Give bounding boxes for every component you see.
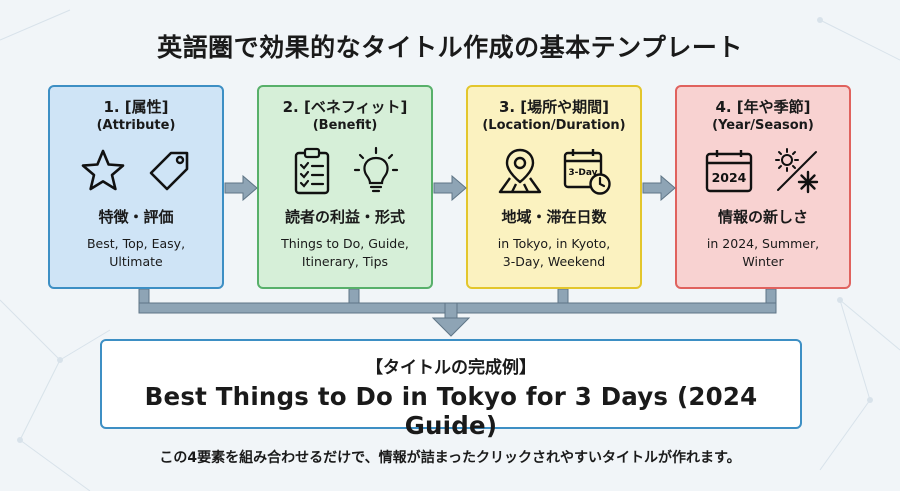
result-label: 【タイトルの完成例】 — [366, 358, 536, 378]
card-main-label: 地域・滞在日数 — [501, 208, 607, 226]
card-heading: 4. [年や季節] — [715, 98, 811, 116]
checklist-icon — [294, 147, 330, 195]
result-example-title: Best Things to Do in Tokyo for 3 Days (2… — [144, 382, 758, 440]
calendar-label: 2024 — [712, 170, 747, 185]
card-subheading: (Year/Season) — [712, 118, 814, 133]
card-heading: 2. [ベネフィット] — [282, 98, 408, 116]
card-example-line: Best, Top, Easy, — [86, 236, 186, 251]
card-subheading: (Location/Duration) — [482, 118, 626, 133]
calendar-2024-icon: 2024 — [705, 150, 753, 193]
card-main-label: 特徴・評価 — [98, 208, 174, 226]
calendar-label: 3-Day — [568, 168, 597, 178]
footer-note: この4要素を組み合わせるだけで、情報が詰まったクリックされやすいタイトルが作れま… — [159, 450, 741, 466]
card-heading: 3. [場所や期間] — [498, 98, 610, 116]
card-example-line: Itinerary, Tips — [301, 254, 389, 269]
card-location-duration: 3. [場所や期間] (Location/Duration) 3-Day 地域・… — [466, 85, 642, 289]
arrow-right-icon — [642, 175, 676, 201]
card-subheading: (Benefit) — [312, 118, 378, 133]
arrow-right-icon — [433, 175, 467, 201]
card-main-label: 読者の利益・形式 — [284, 208, 405, 226]
card-example-line: Winter — [742, 254, 784, 269]
card-heading: 1. [属性] — [103, 98, 169, 116]
sun-snow-icon — [775, 148, 819, 194]
tag-icon — [149, 151, 189, 191]
card-main-label: 情報の新しさ — [717, 208, 808, 226]
result-example-box: 【タイトルの完成例】 Best Things to Do in Tokyo fo… — [100, 339, 802, 440]
card-example-line: in 2024, Summer, — [706, 236, 820, 251]
card-example-line: 3-Day, Weekend — [502, 254, 606, 269]
map-pin-icon — [498, 148, 542, 194]
lightbulb-icon — [353, 146, 399, 193]
card-subheading: (Attribute) — [96, 118, 176, 133]
arrow-right-icon — [224, 175, 258, 201]
card-year-season: 4. [年や季節] (Year/Season) 2024 — [675, 85, 851, 289]
calendar-clock-icon: 3-Day — [563, 149, 611, 195]
card-attribute: 1. [属性] (Attribute) 特徴・評価 Best, Top, Eas… — [48, 85, 224, 289]
card-example-line: Things to Do, Guide, — [281, 236, 409, 251]
card-benefit: 2. [ベネフィット] (Benefit) 読者の利益・形式 Things to… — [257, 85, 433, 289]
card-example-line: in Tokyo, in Kyoto, — [497, 236, 611, 251]
card-example-line: Ultimate — [109, 254, 163, 269]
star-icon — [81, 149, 125, 191]
page-title: 英語圏で効果的なタイトル作成の基本テンプレート — [157, 33, 743, 62]
